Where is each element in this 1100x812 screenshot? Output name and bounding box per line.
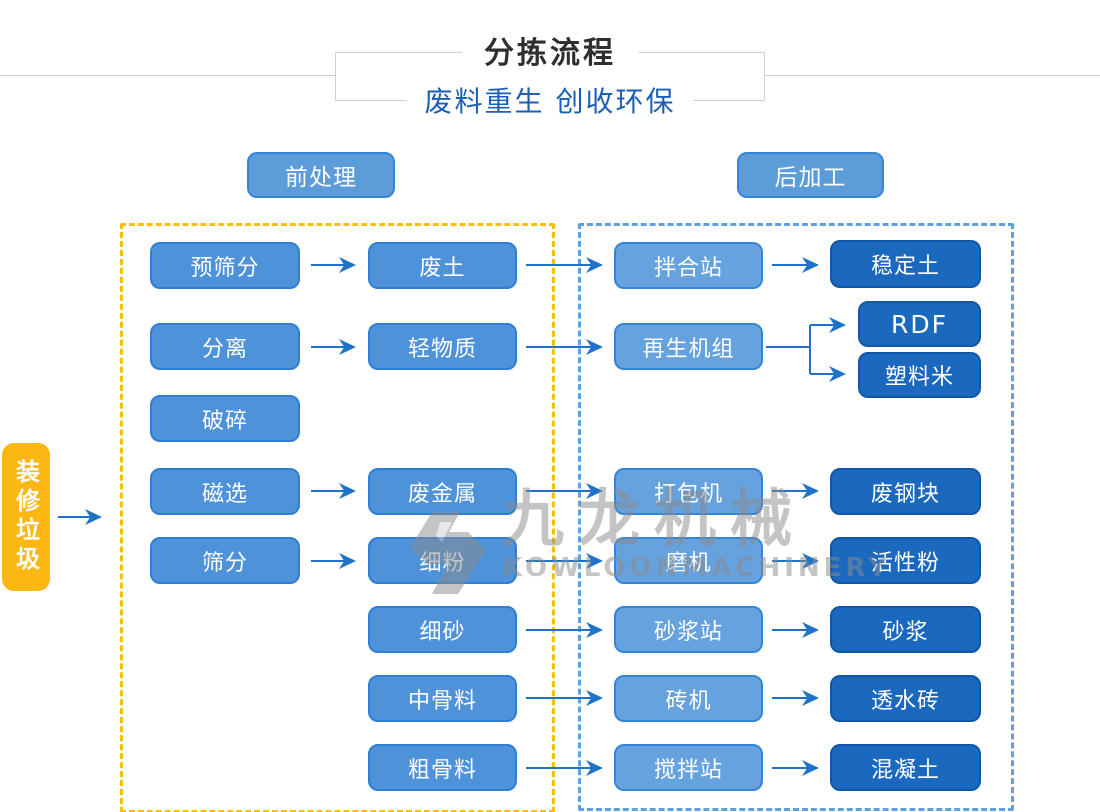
node-concrete-mixing-station: 搅拌站 [614, 744, 763, 791]
node-crushing: 破碎 [150, 395, 300, 442]
node-scrap-steel-block: 废钢块 [830, 468, 981, 515]
node-pre-screening: 预筛分 [150, 242, 300, 289]
node-mill: 磨机 [614, 537, 763, 584]
node-medium-aggregate: 中骨料 [368, 675, 517, 722]
page-title: 分拣流程 [462, 36, 638, 72]
node-separation: 分离 [150, 323, 300, 370]
node-mortar-station: 砂浆站 [614, 606, 763, 653]
source-node-renovation-waste: 装修垃圾 [2, 443, 50, 591]
node-active-powder: 活性粉 [830, 537, 981, 584]
header-rule-left [0, 75, 335, 76]
node-baler: 打包机 [614, 468, 763, 515]
node-rdf: RDF [858, 301, 981, 347]
node-mortar: 砂浆 [830, 606, 981, 653]
header-rule-right [765, 75, 1100, 76]
pre-processing-region [120, 223, 555, 812]
node-mixing-plant: 拌合站 [614, 242, 763, 289]
node-regeneration-unit: 再生机组 [614, 323, 763, 370]
node-waste-soil: 废土 [368, 242, 517, 289]
post-processing-region [578, 223, 1014, 811]
section-label-post-processing: 后加工 [737, 152, 884, 198]
node-screening: 筛分 [150, 537, 300, 584]
node-magnetic-separation: 磁选 [150, 468, 300, 515]
node-plastic-pellets: 塑料米 [858, 352, 981, 398]
page-subtitle: 废料重生 创收环保 [406, 85, 694, 119]
node-scrap-metal: 废金属 [368, 468, 517, 515]
node-fine-sand: 细砂 [368, 606, 517, 653]
node-light-material: 轻物质 [368, 323, 517, 370]
node-fine-powder: 细粉 [368, 537, 517, 584]
node-coarse-aggregate: 粗骨料 [368, 744, 517, 791]
node-concrete: 混凝土 [830, 744, 981, 791]
node-permeable-brick: 透水砖 [830, 675, 981, 722]
node-stabilized-soil: 稳定土 [830, 240, 981, 288]
node-brick-machine: 砖机 [614, 675, 763, 722]
section-label-pre-processing: 前处理 [247, 152, 395, 198]
